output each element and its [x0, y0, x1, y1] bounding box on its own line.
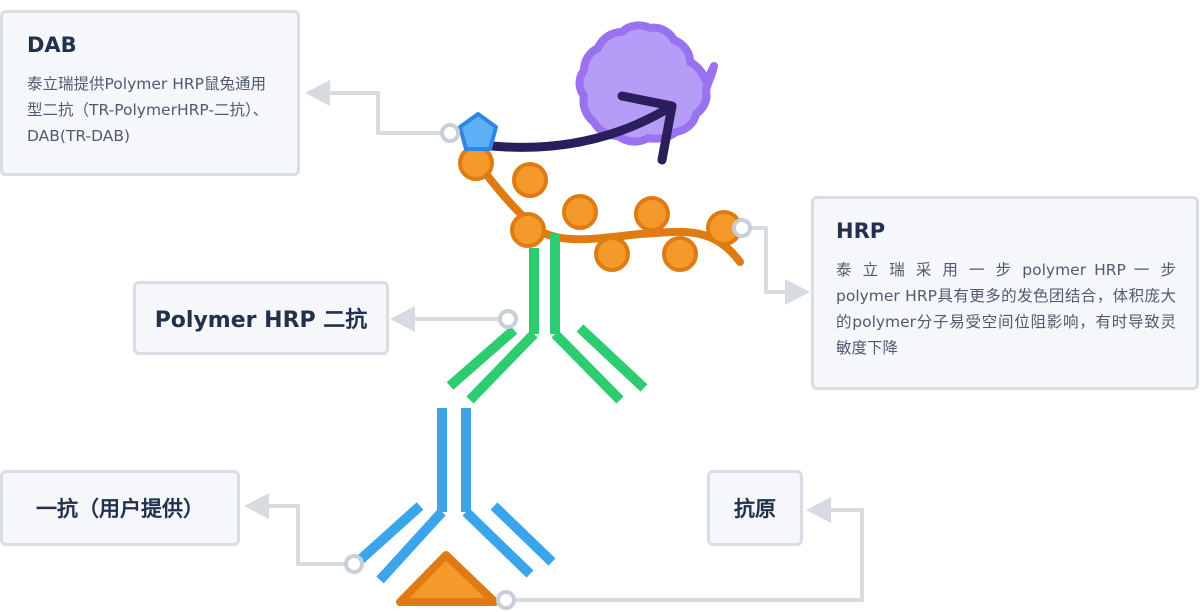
- arrowhead-primary: [244, 493, 269, 519]
- hrp-title: HRP: [836, 219, 886, 243]
- hrp-bead: [458, 145, 494, 181]
- endpoint-dab: [440, 123, 460, 143]
- hrp-description: 泰 立 瑞 采 用 一 步 polymer HRP 一 步 polymer HR…: [836, 261, 1176, 357]
- connector-endpoints: [344, 123, 752, 610]
- hrp-label-box: HRP 泰 立 瑞 采 用 一 步 polymer HRP 一 步 polyme…: [811, 196, 1199, 390]
- connector-arrowheads: [244, 80, 831, 523]
- hrp-polymer: [458, 145, 744, 272]
- hrp-bead: [594, 236, 630, 272]
- arrowhead-antigen: [806, 497, 831, 523]
- primary-antibody-label-box: 一抗（用户提供）: [0, 470, 240, 546]
- hrp-bead: [562, 194, 598, 230]
- arrowhead-secondary: [390, 306, 415, 332]
- secondary-antibody-label-box: Polymer HRP 二抗: [133, 281, 389, 355]
- secondary-antibody: [446, 234, 648, 404]
- endpoint-antigen: [496, 590, 516, 610]
- primary-antibody: [356, 408, 556, 584]
- reaction-arrow: [487, 91, 677, 165]
- arrowhead-hrp: [785, 279, 810, 305]
- polymer-backbone: [464, 146, 744, 266]
- hrp-bead: [662, 236, 698, 272]
- primary-antibody-label: 一抗（用户提供）: [36, 497, 204, 521]
- endpoint-primary: [344, 554, 364, 574]
- dab-pentagon: [458, 112, 498, 151]
- connector-antigen: [504, 508, 864, 602]
- dab-title: DAB: [27, 33, 77, 57]
- antigen-label-box: 抗原: [707, 470, 803, 546]
- endpoint-secondary: [498, 309, 518, 329]
- hrp-bead: [634, 196, 670, 232]
- dab-label-box: DAB 泰立瑞提供Polymer HRP鼠兔通用型二抗（TR-PolymerHR…: [0, 10, 300, 176]
- connector-hrp: [740, 226, 790, 294]
- hrp-bead: [510, 212, 546, 248]
- hrp-bead: [512, 162, 548, 198]
- antigen-label: 抗原: [734, 497, 776, 521]
- antigen-triangle: [396, 551, 499, 606]
- arrowhead-dab: [305, 80, 330, 106]
- connector-primary: [260, 504, 356, 566]
- endpoint-hrp: [732, 218, 752, 238]
- dab-description: 泰立瑞提供Polymer HRP鼠兔通用型二抗（TR-PolymerHRP-二抗…: [27, 75, 269, 145]
- secondary-antibody-label: Polymer HRP 二抗: [154, 308, 368, 333]
- product-star-body: [575, 21, 718, 146]
- connector-lines: [260, 91, 864, 602]
- connector-dab: [318, 91, 452, 135]
